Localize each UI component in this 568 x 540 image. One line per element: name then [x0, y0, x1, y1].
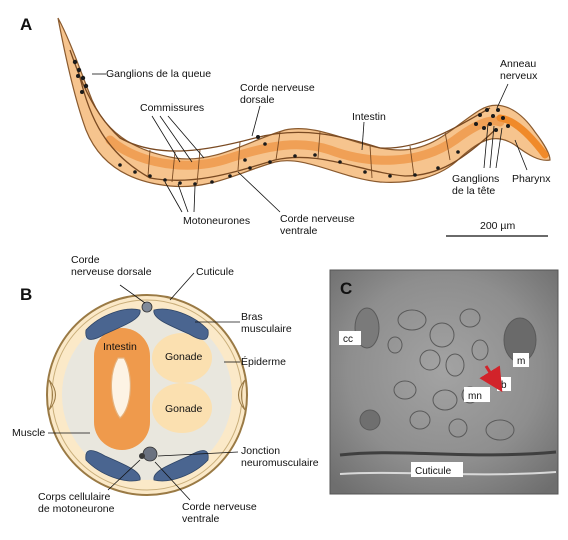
label-b-gonad-bottom: Gonade [165, 403, 203, 415]
panel-a: A [20, 15, 551, 237]
label-c-cuticle: Cuticule [415, 466, 452, 477]
panel-c-letter: C [340, 279, 352, 298]
label-c-b: b [501, 380, 507, 391]
worm-intestine [105, 116, 505, 170]
label-b-motoneuron-body-1: Corps cellulaire [38, 491, 111, 503]
label-tail-ganglia: Ganglions de la queue [106, 68, 211, 80]
em-box-cc [339, 331, 361, 345]
neuron-dots [72, 59, 510, 186]
label-b-ventral-cord-2: ventrale [182, 513, 220, 525]
label-dorsal-cord-2: dorsale [240, 94, 275, 106]
label-intestine-a: Intestin [352, 111, 386, 123]
ventral-nerve-cord [77, 69, 496, 181]
motoneuron-cell-body [139, 453, 145, 459]
label-nerve-ring-2: nerveux [500, 70, 538, 82]
label-b-ventral-cord-1: Corde nerveuse [182, 501, 257, 513]
label-b-gonad-top: Gonade [165, 351, 203, 363]
panel-b-leaders [48, 272, 240, 501]
intestine-lumen [110, 357, 131, 419]
scale-bar-label: 200 µm [480, 220, 515, 232]
label-pharynx: Pharynx [512, 173, 551, 185]
label-b-motoneuron-body-2: de motoneurone [38, 503, 115, 515]
label-motoneurons: Motoneurones [183, 215, 250, 227]
em-box-m [513, 353, 529, 367]
label-c-mn: mn [468, 391, 482, 402]
panel-c: C cc m b mn Cuticule [329, 269, 559, 495]
panel-a-letter: A [20, 15, 32, 34]
dorsal-nerve-cord [69, 49, 491, 152]
label-nerve-ring-1: Anneau [500, 58, 536, 70]
label-head-ganglia-1: Ganglions [452, 173, 499, 185]
em-image [329, 269, 559, 495]
label-b-intestine: Intestin [103, 341, 137, 353]
label-c-m: m [517, 356, 525, 367]
label-b-dorsal-cord-1: Corde [71, 254, 100, 266]
label-b-epidermis: Épiderme [241, 355, 286, 368]
dorsal-cord-b [141, 301, 153, 313]
label-b-cuticle: Cuticule [196, 266, 234, 278]
muscles [85, 308, 209, 482]
commissures [147, 131, 451, 185]
label-b-muscle-arm-1: Bras [241, 311, 263, 323]
label-head-ganglia-2: de la tête [452, 185, 495, 197]
label-dorsal-cord-1: Corde nerveuse [240, 82, 315, 94]
gonad-top [152, 333, 212, 383]
em-box-cuticle [411, 462, 463, 477]
lateral-ridges [48, 379, 246, 411]
label-b-muscle: Muscle [12, 427, 45, 439]
worm-body [57, 17, 551, 188]
label-commissures: Commissures [140, 102, 204, 114]
label-c-cc: cc [343, 334, 353, 345]
panel-a-leaders [92, 73, 528, 213]
label-ventral-cord-2: ventrale [280, 225, 318, 237]
label-b-muscle-arm-2: musculaire [241, 323, 292, 335]
em-red-arrow [479, 365, 503, 393]
panel-b: B [12, 254, 319, 525]
panel-b-letter: B [20, 285, 32, 304]
label-b-dorsal-cord-2: nerveuse dorsale [71, 266, 152, 278]
label-b-nmj-1: Jonction [241, 445, 280, 457]
label-b-nmj-2: neuromusculaire [241, 457, 319, 469]
gonad-bottom [152, 383, 212, 433]
ventral-cord-b [142, 446, 158, 462]
label-ventral-cord-1: Corde nerveuse [280, 213, 355, 225]
